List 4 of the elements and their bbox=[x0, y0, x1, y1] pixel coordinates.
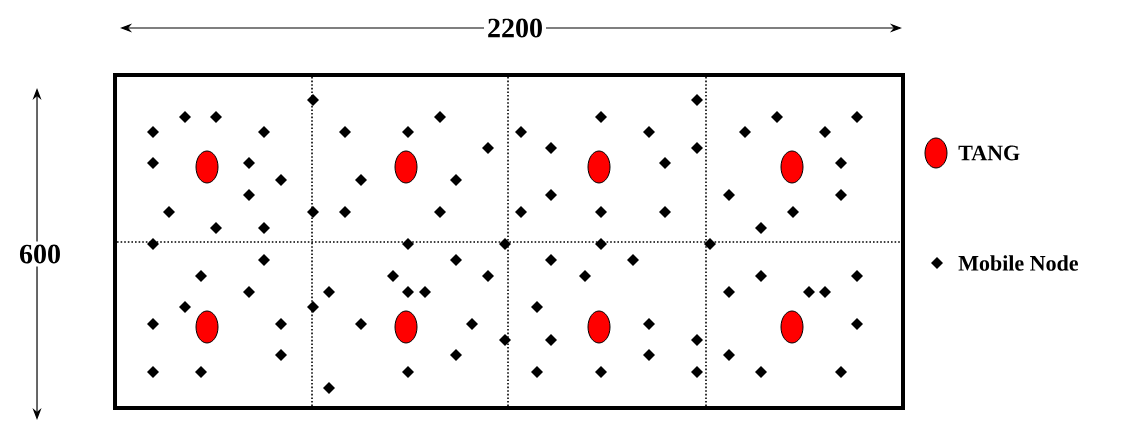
legend-label: TANG bbox=[958, 145, 1020, 161]
dimension-label: 2200 bbox=[484, 15, 546, 41]
dimension-label: 600 bbox=[16, 241, 64, 267]
legend-label: Mobile Node bbox=[958, 255, 1078, 271]
